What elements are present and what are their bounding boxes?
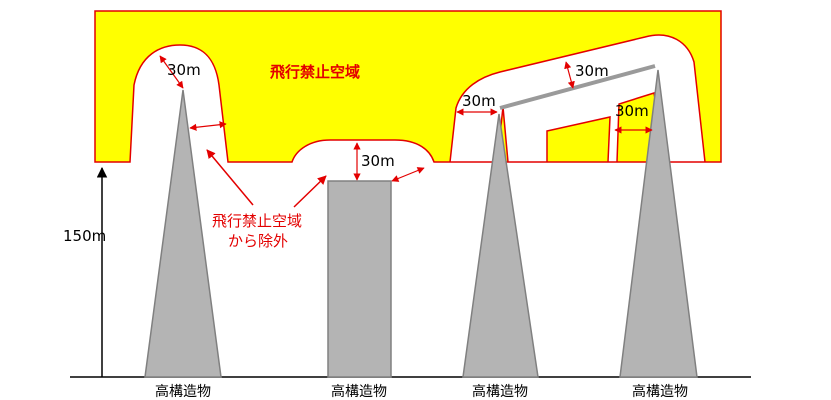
no-fly-zone-label: 飛行禁止空域	[269, 63, 360, 81]
distance-arrow-2	[189, 121, 227, 131]
roof-line	[499, 64, 656, 110]
structure-label-1: 高構造物	[155, 383, 211, 400]
tall-structure-1	[144, 89, 222, 378]
structure-label-2: 高構造物	[331, 383, 387, 400]
exclusion-pointer-2	[293, 175, 327, 208]
distance-arrow-1	[159, 55, 184, 89]
exclusion-pointer-1	[206, 149, 254, 206]
tall-structure-2	[327, 180, 392, 378]
tall-structure-3	[462, 113, 539, 378]
no-fly-zone	[94, 10, 722, 163]
distance-label-5: 30m	[615, 102, 649, 120]
tall-structure-4	[619, 69, 698, 378]
distance-label-4: 30m	[575, 62, 609, 80]
distance-label-1: 30m	[167, 61, 201, 79]
distance-label-3: 30m	[462, 92, 496, 110]
height-label: 150m	[63, 227, 106, 245]
structure-label-4: 高構造物	[632, 383, 688, 400]
exclusion-label-line2: から除外	[228, 232, 288, 250]
structure-label-3: 高構造物	[472, 383, 528, 400]
distance-label-2: 30m	[361, 152, 395, 170]
distance-arrow-6	[564, 61, 575, 89]
exclusion-label-line1: 飛行禁止空域	[212, 212, 302, 230]
distance-arrow-4	[391, 167, 425, 182]
